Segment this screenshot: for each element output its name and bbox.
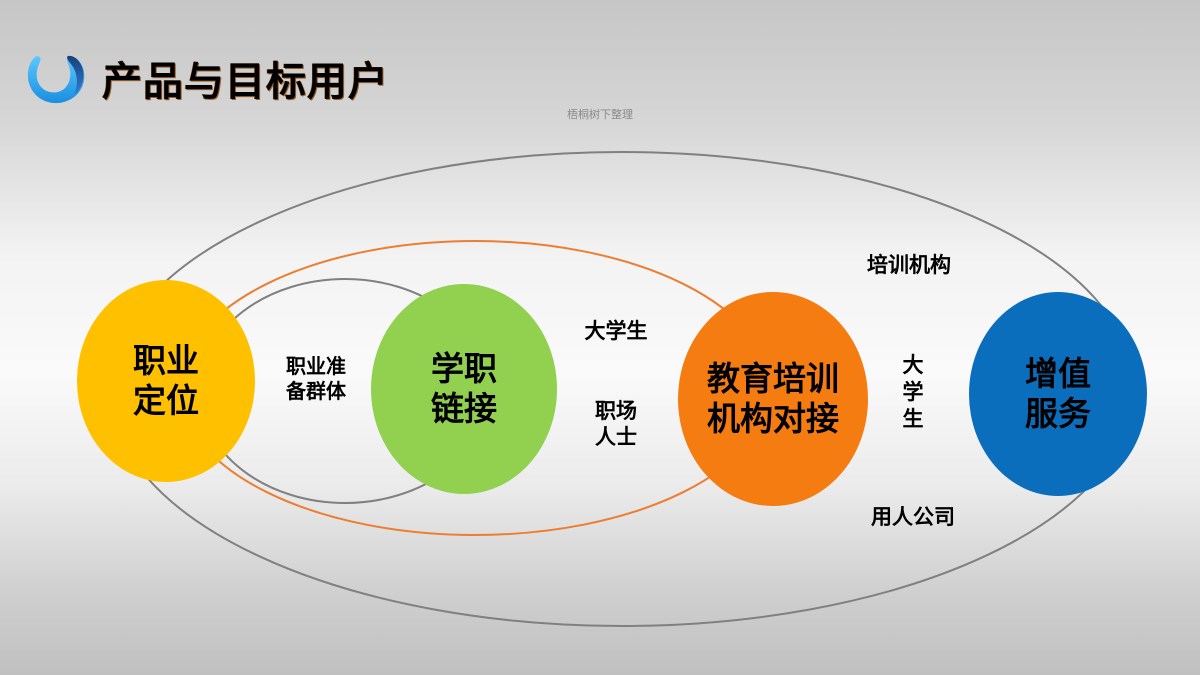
label-char: 生	[902, 406, 924, 431]
header: 产品与目标用户	[26, 48, 389, 108]
label-line2: 人士	[595, 425, 637, 450]
node-label-line2: 链接	[431, 389, 497, 428]
label-char: 学	[902, 379, 924, 404]
node-label-line1: 增值	[1025, 353, 1091, 393]
label-line1: 职场	[595, 399, 637, 423]
node-study-career-link: 学职 链接	[371, 284, 557, 494]
label-college-students-vertical: 大 学 生	[896, 352, 930, 433]
label-line1: 职业准	[286, 354, 346, 378]
node-label-line1: 学职	[431, 348, 497, 388]
node-label-line1: 职业	[133, 340, 199, 380]
node-training-institution-connect: 教育培训 机构对接	[678, 292, 868, 506]
label-training-institutions: 培训机构	[867, 253, 951, 277]
label-line2: 备群体	[286, 379, 346, 403]
node-label-line2: 定位	[133, 381, 199, 420]
page-title: 产品与目标用户	[102, 59, 389, 105]
label-char: 大	[902, 353, 924, 377]
node-label-line1: 教育培训	[707, 358, 839, 398]
label-career-prep-group: 职业准 备群体	[272, 354, 360, 404]
blue-u-swirl-logo-icon	[27, 55, 85, 104]
label-hiring-companies: 用人公司	[871, 505, 955, 529]
label-professionals: 职场 人士	[580, 398, 652, 451]
node-label-line2: 机构对接	[707, 399, 839, 438]
node-value-added-service: 增值 服务	[969, 292, 1147, 496]
node-career-positioning: 职业 定位	[77, 280, 255, 482]
label-college-students: 大学生	[584, 319, 648, 343]
source-credit: 梧桐树下整理	[567, 108, 633, 121]
node-label-line2: 服务	[1025, 394, 1091, 433]
